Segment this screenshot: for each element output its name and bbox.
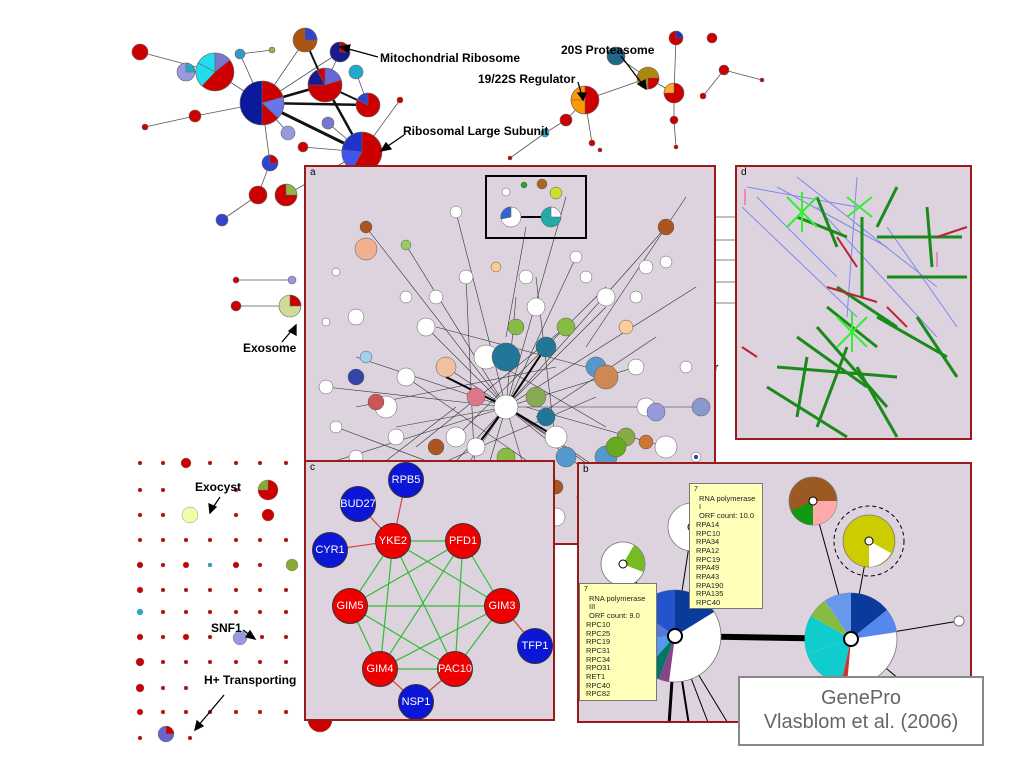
label-ribosomal-large-subunit: Ribosomal Large Subunit (403, 124, 549, 138)
node-gim4[interactable]: GIM4 (362, 651, 398, 687)
node-gim5[interactable]: GIM5 (332, 588, 368, 624)
tooltip-pol1-gene: RPA14 (696, 519, 720, 529)
tooltip-pol3-gene: RPC19 (586, 637, 611, 647)
tooltip-pol1-gene: RPA43 (696, 572, 720, 582)
tooltip-pol1-gene: RPC19 (696, 554, 721, 564)
tooltip-pol1-gene: RPA49 (696, 563, 720, 573)
panel-b[interactable]: b (577, 462, 972, 723)
tooltip-pol3-gene: RET1 (586, 672, 606, 682)
tooltip-pol3-gene: RPC31 (586, 645, 611, 655)
label-19-22s-regulator: 19/22S Regulator (478, 72, 576, 86)
credit-box: GenePro Vlasblom et al. (2006) (738, 676, 984, 746)
tooltip-pol1-title: RNA polymerase I (699, 493, 756, 512)
credit-title: GenePro (820, 687, 902, 709)
tooltip-pol1-gene: RPC40 (696, 598, 721, 608)
tooltip-pol3-gene: RPC34 (586, 654, 611, 664)
node-pfd1[interactable]: PFD1 (445, 523, 481, 559)
tooltip-pol1-gene: RPA190 (696, 580, 724, 590)
tooltip-pol1-count: ORF count: 10.0 (699, 511, 755, 521)
tooltip-rna-polymerase-i: 7 RNA polymerase I ORF count: 10.0 RPA14… (689, 483, 763, 609)
tooltip-pol1-gene: RPC10 (696, 528, 721, 538)
tooltip-pol3-gene: RPO31 (586, 663, 611, 673)
node-nsp1[interactable]: NSP1 (398, 684, 434, 719)
label-exosome: Exosome (243, 341, 297, 355)
tooltip-pol1-gene: RPA34 (696, 537, 720, 547)
node-cyr1[interactable]: CYR1 (312, 532, 348, 568)
tooltip-pol3-gene: RPC10 (586, 619, 611, 629)
node-bud27[interactable]: BUD27 (340, 486, 376, 522)
node-gim3[interactable]: GIM3 (484, 588, 520, 624)
tooltip-pol3-title: RNA polymerase III (589, 593, 646, 612)
node-yke2[interactable]: YKE2 (375, 523, 411, 559)
tooltip-pol1-id: 7 (694, 486, 698, 493)
tooltip-pol1-gene: RPA135 (696, 589, 724, 599)
panel-c-label: c (310, 462, 315, 473)
tooltip-pol3-id: 7 (584, 586, 588, 593)
panel-d[interactable]: d (735, 165, 972, 440)
tooltip-rna-polymerase-iii: 7 RNA polymerase III ORF count: 9.0 RPC1… (579, 583, 657, 701)
label-exocyst: Exocyst (195, 480, 242, 494)
label-h-transporting: H+ Transporting (204, 673, 297, 687)
stray-letter: r (714, 362, 719, 374)
node-rpb5[interactable]: RPB5 (388, 462, 424, 498)
label-20s-proteasome: 20S Proteasome (561, 43, 655, 57)
panel-d-network (741, 176, 968, 438)
tooltip-pol3-gene: RPC40 (586, 680, 611, 690)
label-snf1: SNF1 (211, 621, 242, 635)
node-tfp1[interactable]: TFP1 (517, 628, 553, 664)
panel-c[interactable]: c RPB5 BUD27 CYR1 Y (304, 460, 555, 721)
tooltip-pol3-gene: RPC25 (586, 628, 611, 638)
node-pac10[interactable]: PAC10 (437, 651, 473, 687)
panel-d-label: d (741, 167, 747, 178)
label-mitochondrial-ribosome: Mitochondrial Ribosome (380, 51, 521, 65)
credit-citation: Vlasblom et al. (2006) (763, 711, 959, 733)
tooltip-pol3-count: ORF count: 9.0 (589, 611, 640, 621)
tooltip-pol1-gene: RPA12 (696, 545, 720, 555)
panel-b-label: b (583, 464, 589, 475)
tooltip-pol3-gene: RPC82 (586, 689, 611, 699)
panel-a-label: a (310, 167, 316, 178)
